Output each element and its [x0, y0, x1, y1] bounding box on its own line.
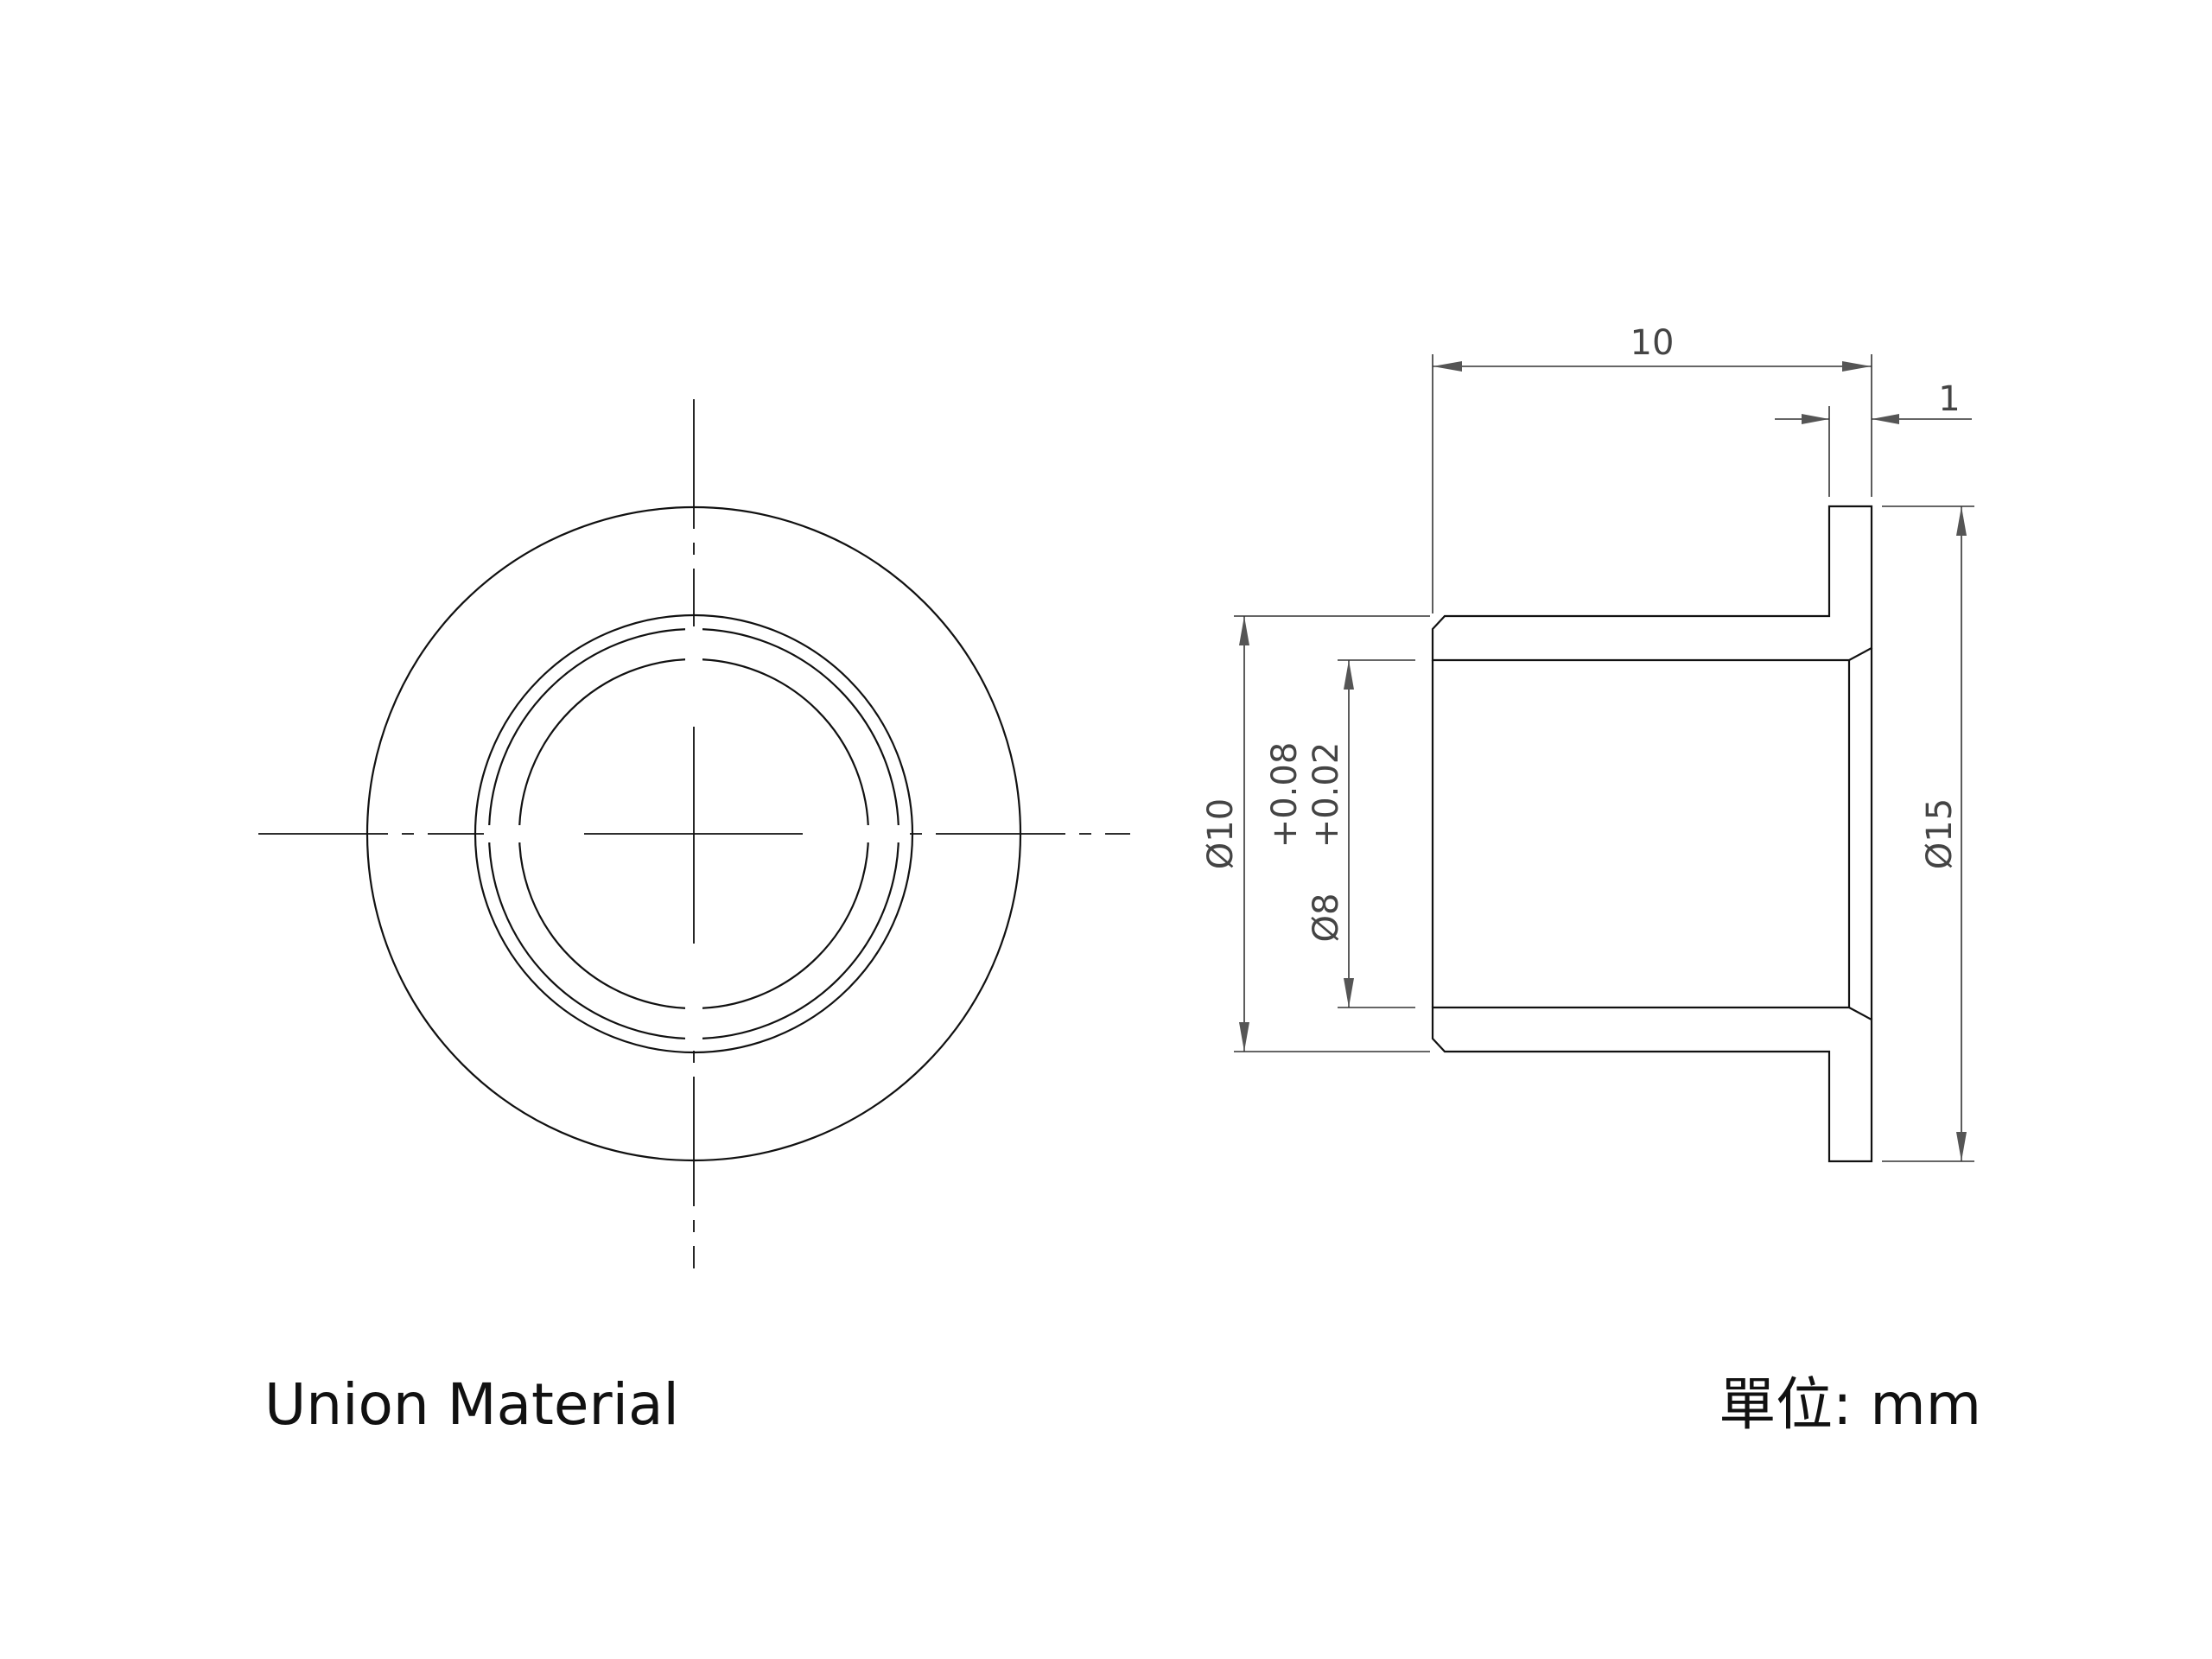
dimension-flange-thickness: 1 [1775, 379, 1972, 497]
section-lower-hatched [1431, 1006, 1873, 1163]
dim-inner-dia-text: Ø8 [1306, 893, 1346, 943]
dim-flange-dia-text: Ø15 [1920, 798, 1960, 869]
units-label: 單位: mm [1719, 1371, 1981, 1438]
dim-flange-text: 1 [1938, 379, 1960, 419]
dim-inner-tol-upper: +0.08 [1265, 742, 1305, 849]
section-upper-hatched [1431, 505, 1873, 662]
section-view: 10 1 Ø15 Ø10 [1201, 323, 1974, 1163]
front-view [258, 399, 1130, 1268]
dim-length-text: 10 [1630, 323, 1675, 363]
dimension-length: 10 [1432, 323, 1872, 613]
dimension-inner-diameter: Ø8 +0.02 +0.08 [1265, 659, 1415, 1008]
dim-inner-tol-lower: +0.02 [1306, 742, 1346, 849]
dim-outer-dia-text: Ø10 [1201, 798, 1241, 869]
dimension-outer-diameter: Ø10 [1201, 615, 1430, 1052]
company-label: Union Material [264, 1371, 679, 1438]
dimension-flange-diameter: Ø15 [1882, 505, 1974, 1162]
